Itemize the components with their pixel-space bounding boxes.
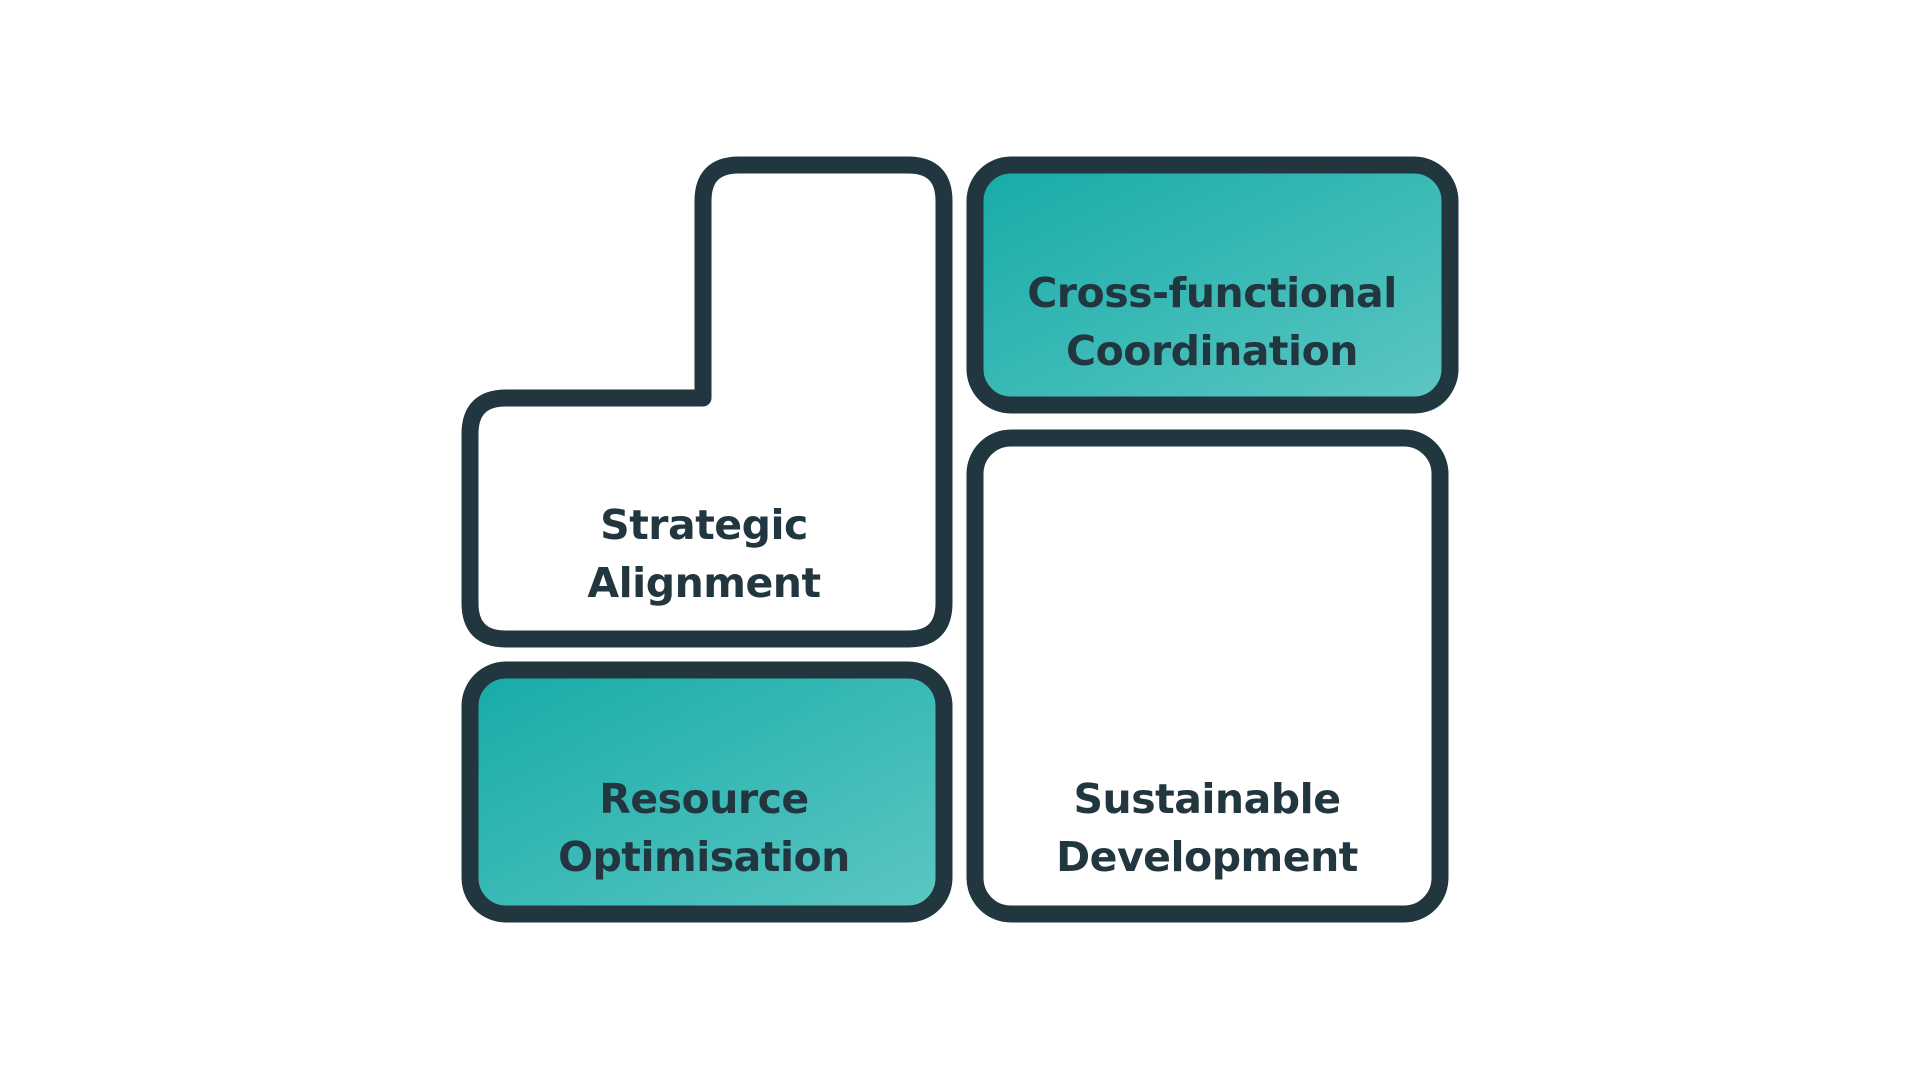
resource-optimisation-block	[461, 661, 953, 923]
sustainable-development-block	[966, 429, 1449, 923]
resource-optimisation-label: Resource Optimisation	[558, 770, 850, 886]
resource-optimisation-line1: Resource	[599, 775, 809, 823]
strategic-alignment-label: Strategic Alignment	[587, 496, 821, 612]
cross-functional-line2: Coordination	[1066, 327, 1358, 375]
sustainable-development-line2: Development	[1056, 833, 1358, 881]
resource-optimisation-line2: Optimisation	[558, 833, 850, 881]
cross-functional-block	[966, 156, 1459, 414]
sustainable-development-label: Sustainable Development	[1056, 770, 1358, 886]
sustainable-development-line1: Sustainable	[1073, 775, 1341, 823]
strategic-alignment-line1: Strategic	[600, 501, 808, 549]
strategic-alignment-block	[461, 156, 953, 648]
strategic-alignment-line2: Alignment	[587, 559, 821, 607]
cross-functional-label: Cross-functional Coordination	[1027, 264, 1397, 380]
cross-functional-line1: Cross-functional	[1027, 269, 1397, 317]
